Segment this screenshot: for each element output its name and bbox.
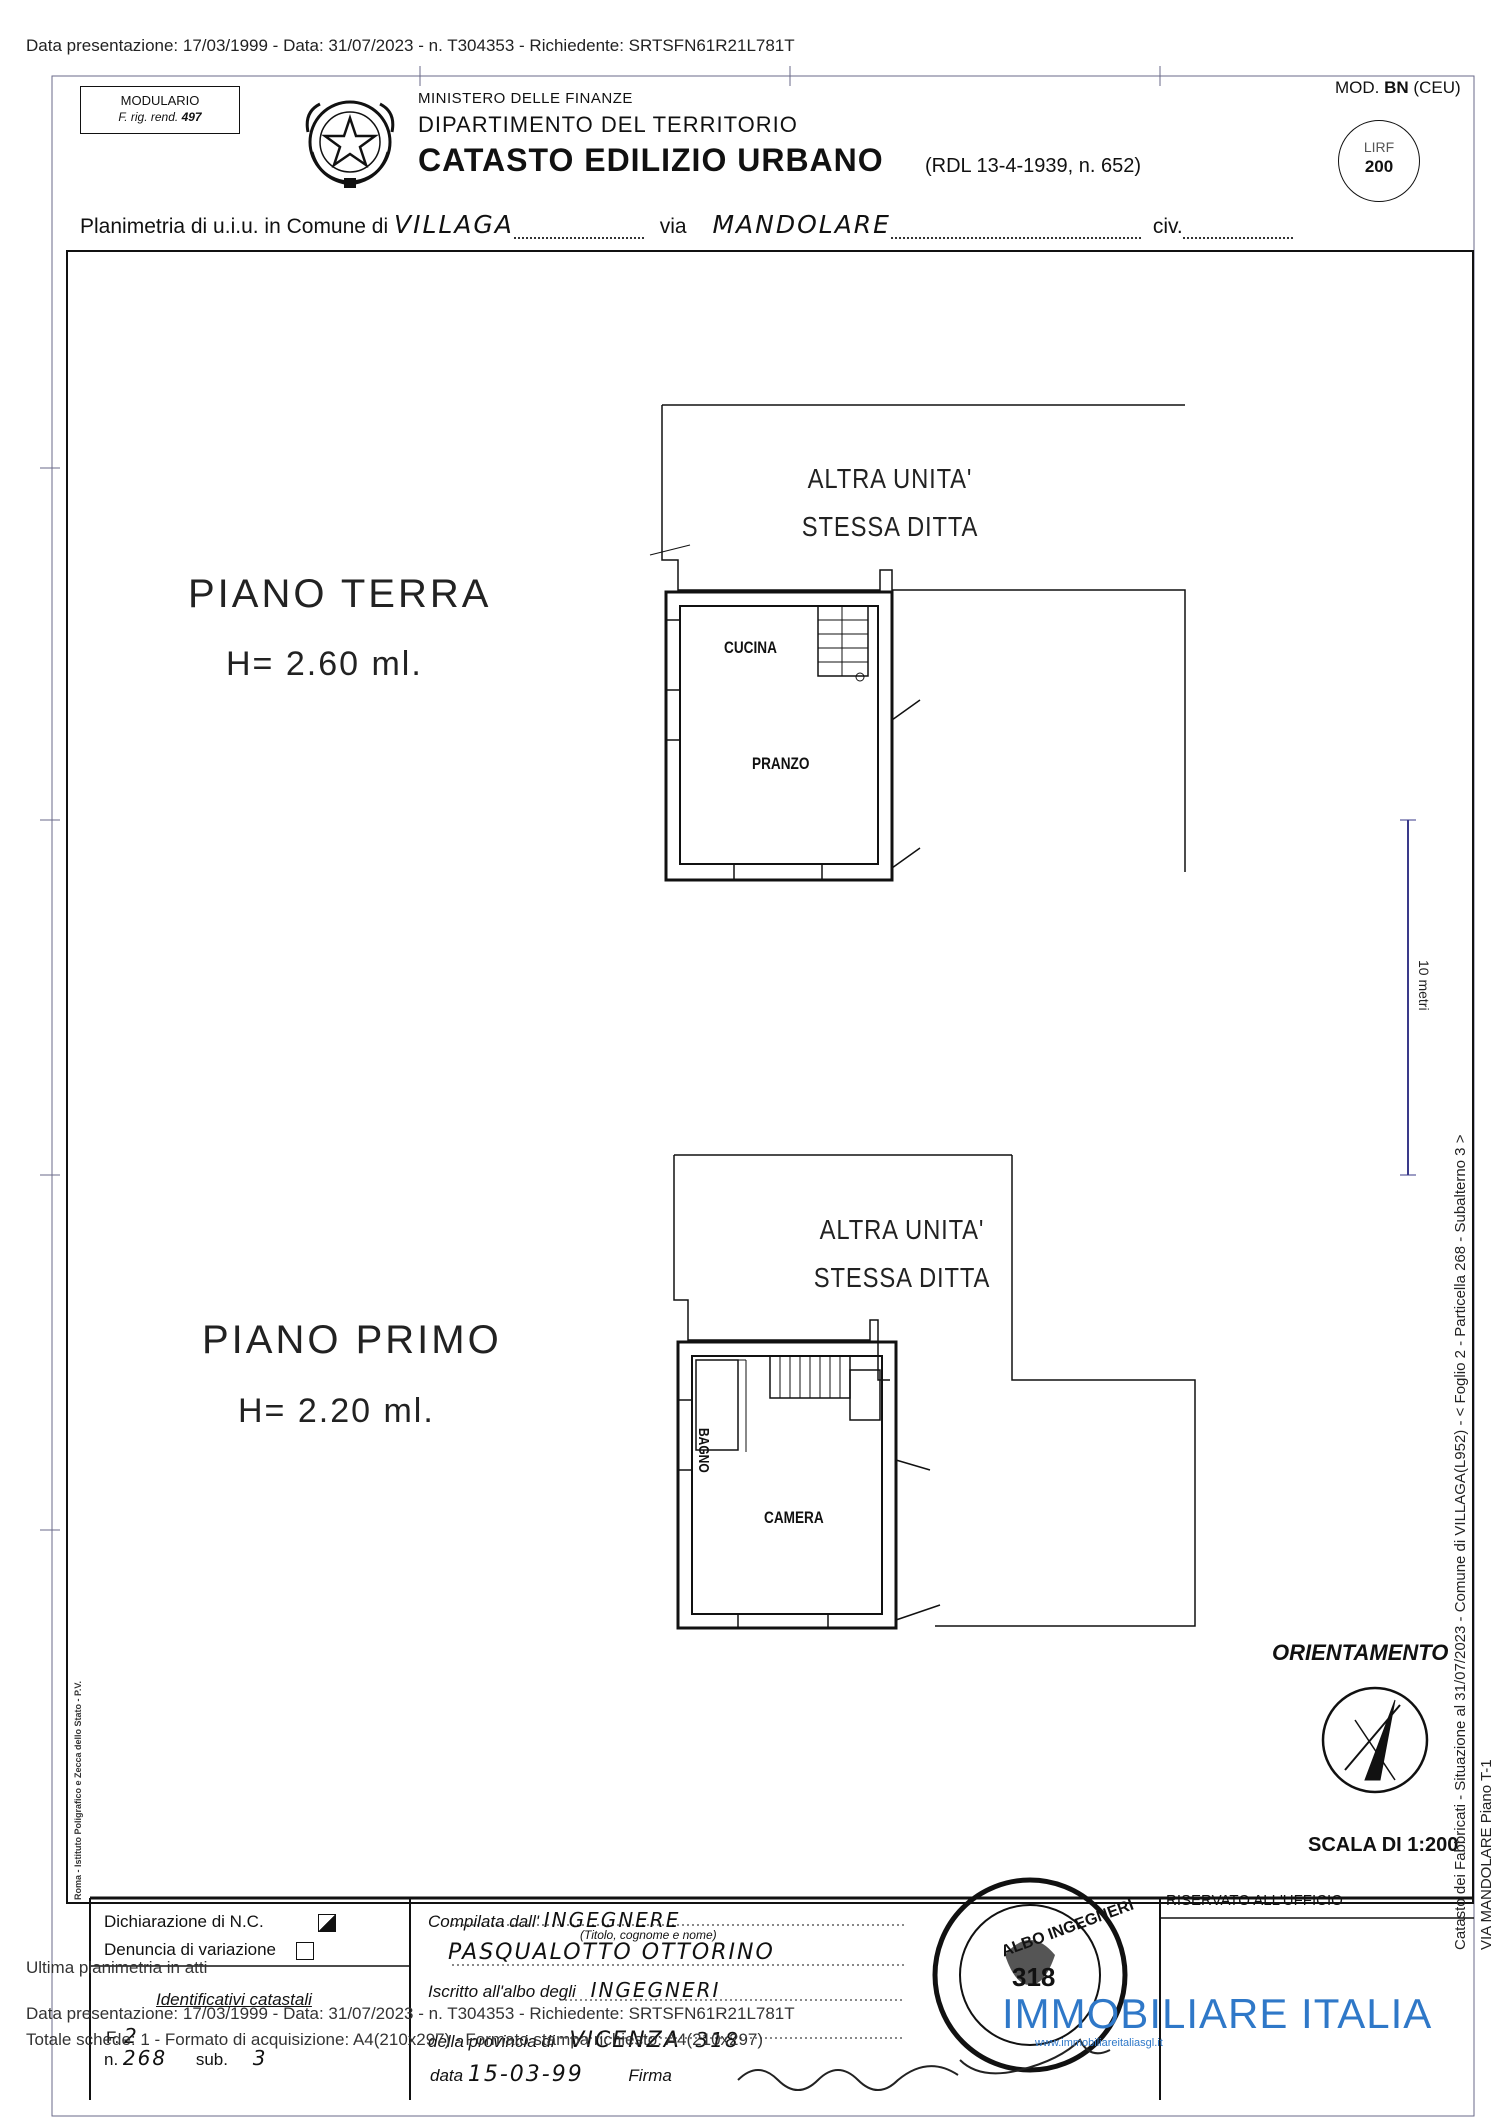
- floor-title-first: PIANO PRIMO: [202, 1318, 502, 1362]
- foglio-value: 2: [123, 2024, 139, 2048]
- titolo-hint: (Titolo, cognome e nome): [580, 1928, 717, 1942]
- room-label-cucina: CUCINA: [724, 638, 777, 657]
- mod-prefix: MOD.: [1335, 78, 1380, 97]
- other-unit-ground-l1: ALTRA UNITA': [807, 463, 973, 494]
- brand-url: www.immobiliareitaliasgl.it: [1035, 2037, 1163, 2049]
- engineer-stamp-icon: [932, 1877, 1128, 2073]
- other-unit-first-l2: STESSA DITTA: [813, 1262, 991, 1293]
- denuncia-variazione-checkbox[interactable]: [296, 1941, 314, 1960]
- declaration-nc-checkbox[interactable]: [317, 1913, 336, 1932]
- compilata-value: INGEGNERE: [543, 1908, 681, 1932]
- reserved-office: RISERVATO ALL'UFFICIO: [1166, 1892, 1343, 1909]
- lirf-number: 200: [1364, 157, 1394, 176]
- via-value: MANDOLARE: [712, 210, 891, 239]
- room-label-bagno: BAGNO: [695, 1428, 712, 1473]
- iscritto-value: INGEGNERI: [590, 1978, 721, 2002]
- comune-value: VILLAGA: [394, 210, 514, 239]
- printer-credit: Roma - Istituto Poligrafico e Zecca dell…: [73, 1680, 83, 1900]
- foglio-field: F. 2: [106, 2024, 139, 2048]
- side-cadastral-info: Catasto dei Fabbricati - Situazione al 3…: [1452, 1134, 1469, 1950]
- signature-icon: [737, 2065, 959, 2091]
- declaration-nc: Dichiarazione di N.C.: [104, 1912, 336, 1932]
- author-name: PASQUALOTTO OTTORINO: [448, 1940, 775, 1965]
- modulario-rend: F. rig. rend.: [118, 110, 179, 124]
- data-value: 15-03-99: [467, 2062, 584, 2087]
- provincia-value: VICENZA: [569, 2028, 681, 2053]
- side-address-info: VIA MANDOLARE Piano T-1: [1478, 1759, 1495, 1950]
- mod-code-value: BN: [1384, 78, 1409, 97]
- floor-height-first: H= 2.20 ml.: [238, 1392, 435, 1430]
- drawing-frame: [66, 250, 1474, 1904]
- sub-value: 3: [252, 2046, 268, 2070]
- mod-suffix: (CEU): [1413, 78, 1461, 97]
- floor-title-ground: PIANO TERRA: [188, 572, 492, 616]
- scale-bar-label: 10 metri: [1416, 960, 1432, 1011]
- declaration-nc-label: Dichiarazione di N.C.: [104, 1912, 264, 1931]
- provincia-field: della provincia di VICENZA 318: [428, 2028, 740, 2053]
- address-prefix: Planimetria di u.i.u. in Comune di: [80, 215, 389, 238]
- presentation-header: Data presentazione: 17/03/1999 - Data: 3…: [26, 36, 795, 55]
- floor-height-ground: H= 2.60 ml.: [226, 645, 423, 683]
- footer-totale-line: Totale schede: 1 - Formato di acquisizio…: [26, 2030, 764, 2049]
- lirf-circle: LIRF 200: [1338, 120, 1420, 202]
- other-unit-first: ALTRA UNITA' STESSA DITTA: [775, 1206, 1030, 1302]
- ultima-planimetria: Ultima planimetria in atti: [26, 1958, 208, 1977]
- civ-label: civ.: [1152, 215, 1183, 238]
- identificativi-label: Identificativi catastali: [156, 1990, 312, 2009]
- address-line: Planimetria di u.i.u. in Comune di VILLA…: [80, 210, 1470, 239]
- ministry-name: MINISTERO DELLE FINANZE: [418, 90, 633, 107]
- sub-label: sub.: [195, 2050, 228, 2069]
- iscritto-label: Iscritto all'albo degli: [428, 1982, 576, 2001]
- law-reference: (RDL 13-4-1939, n. 652): [925, 155, 1142, 177]
- document-title: CATASTO EDILIZIO URBANO: [418, 142, 884, 178]
- denuncia-variazione: Denuncia di variazione: [104, 1940, 314, 1960]
- brand-watermark: IMMOBILIARE ITALIA: [1002, 1990, 1433, 2037]
- numero-value: 268: [122, 2046, 168, 2070]
- footer-presentation-line: Data presentazione: 17/03/1999 - Data: 3…: [26, 2004, 795, 2023]
- provincia-label: della provincia di: [428, 2032, 555, 2051]
- numero-sub-field: n. 268 sub. 3: [104, 2046, 267, 2070]
- ground-floor-plan: [649, 404, 1186, 882]
- denuncia-variazione-label: Denuncia di variazione: [104, 1940, 276, 1959]
- stamp-number: 318: [1012, 1962, 1056, 1992]
- room-label-camera: CAMERA: [764, 1508, 824, 1527]
- room-label-pranzo: PRANZO: [752, 754, 810, 773]
- mod-code: MOD. BN (CEU): [1335, 78, 1461, 98]
- scale-label: SCALA DI 1:200: [1308, 1834, 1459, 1856]
- data-field: data 15-03-99 Firma: [430, 2062, 672, 2087]
- provincia-number: 318: [695, 2028, 740, 2052]
- modulario-box: MODULARIO F. rig. rend. 497: [80, 86, 240, 134]
- footer-table-lines: [89, 1896, 1474, 2100]
- other-unit-ground: ALTRA UNITA' STESSA DITTA: [763, 455, 1018, 551]
- scale-bar: [1400, 819, 1416, 1176]
- italian-emblem-icon: [305, 100, 395, 188]
- compilata-field: Compilata dall' INGEGNERE: [428, 1908, 680, 1932]
- data-label: data: [430, 2066, 464, 2085]
- compilata-label: Compilata dall': [428, 1912, 539, 1931]
- modulario-label: MODULARIO: [120, 93, 200, 108]
- north-arrow-icon: [1321, 1686, 1429, 1794]
- other-unit-ground-l2: STESSA DITTA: [801, 511, 979, 542]
- modulario-number: 497: [181, 110, 202, 124]
- foglio-label: F.: [106, 2028, 120, 2047]
- numero-label: n.: [104, 2050, 119, 2069]
- lirf-label: LIRF: [1363, 139, 1395, 155]
- iscritto-field: Iscritto all'albo degli INGEGNERI: [428, 1978, 720, 2002]
- firma-label: Firma: [628, 2066, 672, 2085]
- via-label: via: [659, 215, 687, 238]
- first-floor-plan: [673, 1154, 1196, 1630]
- department-name: DIPARTIMENTO DEL TERRITORIO: [418, 112, 798, 137]
- orientation-label: ORIENTAMENTO: [1272, 1640, 1449, 1665]
- other-unit-first-l1: ALTRA UNITA': [819, 1214, 985, 1245]
